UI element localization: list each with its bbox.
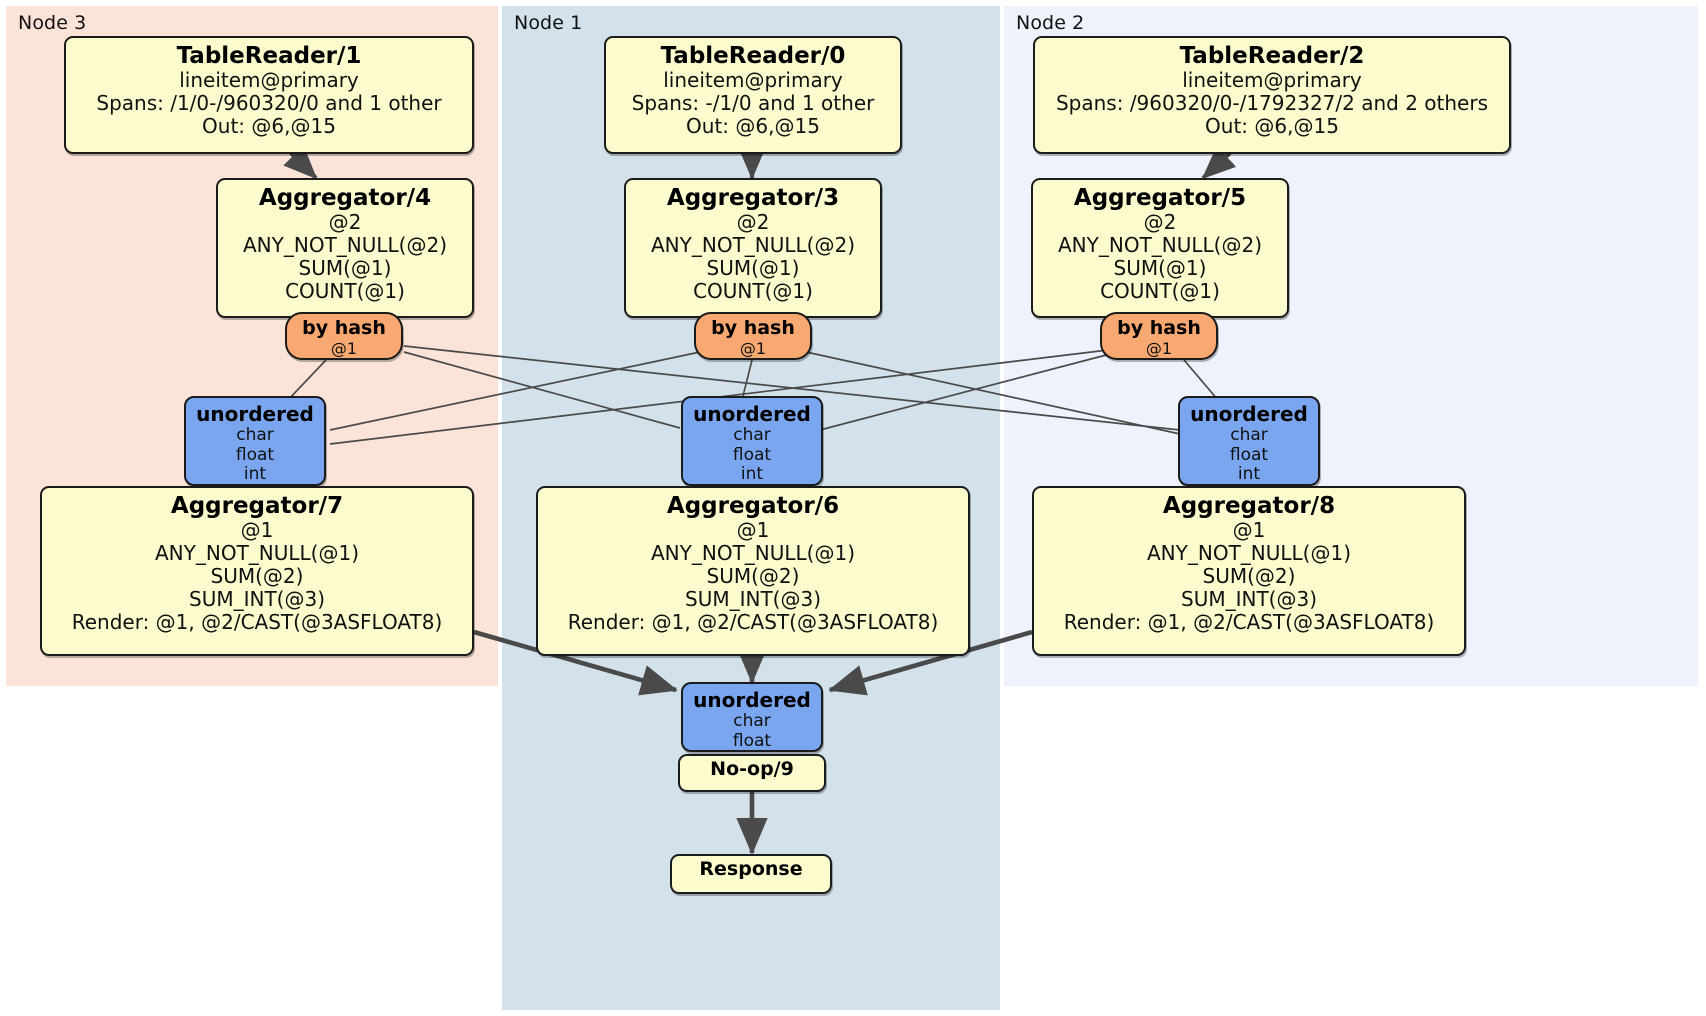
synchronizer-unordered-center[interactable]: unordered char float int (681, 396, 823, 486)
node-line: int (243, 464, 267, 485)
node-line: SUM_INT(@3) (685, 587, 821, 612)
processor-response[interactable]: Response (670, 854, 832, 894)
processor-aggregator-7[interactable]: Aggregator/7 @1 ANY_NOT_NULL(@1) SUM(@2)… (40, 486, 474, 656)
node-line: SUM(@2) (1202, 564, 1296, 589)
node-line: Spans: -/1/0 and 1 other (631, 91, 875, 116)
processor-aggregator-8[interactable]: Aggregator/8 @1 ANY_NOT_NULL(@1) SUM(@2)… (1032, 486, 1466, 656)
router-by-hash-right[interactable]: by hash @1 (1100, 312, 1218, 360)
node-title: unordered (693, 688, 811, 712)
synchronizer-unordered-final[interactable]: unordered char float (681, 682, 823, 752)
panel-node-2-label: Node 2 (1016, 12, 1085, 34)
router-by-hash-center[interactable]: by hash @1 (694, 312, 812, 360)
processor-aggregator-4[interactable]: Aggregator/4 @2 ANY_NOT_NULL(@2) SUM(@1)… (216, 178, 474, 318)
processor-tablereader-0[interactable]: TableReader/0 lineitem@primary Spans: -/… (604, 36, 902, 154)
node-line: SUM(@1) (1113, 256, 1207, 281)
node-line: int (1237, 464, 1261, 485)
node-line: @2 (328, 210, 362, 235)
node-line: @1 (240, 518, 274, 543)
node-line: @2 (736, 210, 770, 235)
node-line: int (740, 464, 764, 485)
node-line: ANY_NOT_NULL(@2) (1058, 233, 1262, 258)
node-title: TableReader/1 (176, 43, 362, 69)
processor-aggregator-6[interactable]: Aggregator/6 @1 ANY_NOT_NULL(@1) SUM(@2)… (536, 486, 970, 656)
processor-tablereader-2[interactable]: TableReader/2 lineitem@primary Spans: /9… (1033, 36, 1511, 154)
node-line: float (732, 730, 772, 751)
node-line: Render: @1, @2/CAST(@3ASFLOAT8) (567, 610, 939, 635)
node-line: COUNT(@1) (1100, 279, 1220, 304)
node-line: ANY_NOT_NULL(@1) (651, 541, 855, 566)
node-line: SUM_INT(@3) (1181, 587, 1317, 612)
node-line: lineitem@primary (663, 68, 843, 93)
node-line: SUM_INT(@3) (189, 587, 325, 612)
node-title: No-op/9 (710, 758, 794, 780)
synchronizer-unordered-left[interactable]: unordered char float int (184, 396, 326, 486)
node-title: by hash (302, 317, 386, 339)
router-by-hash-left[interactable]: by hash @1 (285, 312, 403, 360)
node-line: @2 (1143, 210, 1177, 235)
node-line: Spans: /960320/0-/1792327/2 and 2 others (1055, 91, 1488, 116)
node-title: unordered (1190, 402, 1308, 426)
node-line: @1 (736, 518, 770, 543)
node-line: COUNT(@1) (285, 279, 405, 304)
node-title: by hash (711, 317, 795, 339)
node-line: Render: @1, @2/CAST(@3ASFLOAT8) (71, 610, 443, 635)
node-title: Aggregator/5 (1073, 185, 1247, 211)
node-line: lineitem@primary (179, 68, 359, 93)
node-line: ANY_NOT_NULL(@1) (1147, 541, 1351, 566)
node-line: COUNT(@1) (693, 279, 813, 304)
node-line: Out: @6,@15 (686, 114, 820, 139)
processor-aggregator-5[interactable]: Aggregator/5 @2 ANY_NOT_NULL(@2) SUM(@1)… (1031, 178, 1289, 318)
node-line: char (1230, 425, 1268, 445)
node-title: Aggregator/7 (170, 493, 344, 519)
node-title: Aggregator/6 (666, 493, 840, 519)
node-line: Render: @1, @2/CAST(@3ASFLOAT8) (1063, 610, 1435, 635)
synchronizer-unordered-right[interactable]: unordered char float int (1178, 396, 1320, 486)
processor-tablereader-1[interactable]: TableReader/1 lineitem@primary Spans: /1… (64, 36, 474, 154)
node-line: float (1229, 444, 1269, 465)
node-line: float (235, 444, 275, 465)
node-line: SUM(@2) (210, 564, 304, 589)
node-line: Spans: /1/0-/960320/0 and 1 other (96, 91, 442, 116)
node-line: @1 (1145, 338, 1173, 358)
panel-node-1-label: Node 1 (514, 12, 583, 34)
node-line: ANY_NOT_NULL(@1) (155, 541, 359, 566)
node-line: @1 (1232, 518, 1266, 543)
node-title: unordered (196, 402, 314, 426)
node-line: float (732, 444, 772, 465)
node-line: char (733, 425, 771, 445)
node-line: ANY_NOT_NULL(@2) (651, 233, 855, 258)
node-line: @1 (739, 338, 767, 358)
node-title: Aggregator/3 (666, 185, 840, 211)
node-line: char (733, 711, 771, 731)
node-line: @1 (330, 338, 358, 358)
node-title: Response (699, 858, 803, 880)
node-line: Out: @6,@15 (1205, 114, 1339, 139)
node-title: TableReader/2 (1179, 43, 1365, 69)
node-line: char (236, 425, 274, 445)
node-title: unordered (693, 402, 811, 426)
node-title: Aggregator/8 (1162, 493, 1336, 519)
node-title: Aggregator/4 (258, 185, 432, 211)
node-title: TableReader/0 (660, 43, 846, 69)
node-line: lineitem@primary (1182, 68, 1362, 93)
node-line: SUM(@1) (706, 256, 800, 281)
processor-noop-9[interactable]: No-op/9 (678, 754, 826, 792)
panel-node-3-label: Node 3 (18, 12, 87, 34)
node-line: SUM(@1) (298, 256, 392, 281)
node-line: ANY_NOT_NULL(@2) (243, 233, 447, 258)
node-title: by hash (1117, 317, 1201, 339)
processor-aggregator-3[interactable]: Aggregator/3 @2 ANY_NOT_NULL(@2) SUM(@1)… (624, 178, 882, 318)
node-line: Out: @6,@15 (202, 114, 336, 139)
node-line: SUM(@2) (706, 564, 800, 589)
